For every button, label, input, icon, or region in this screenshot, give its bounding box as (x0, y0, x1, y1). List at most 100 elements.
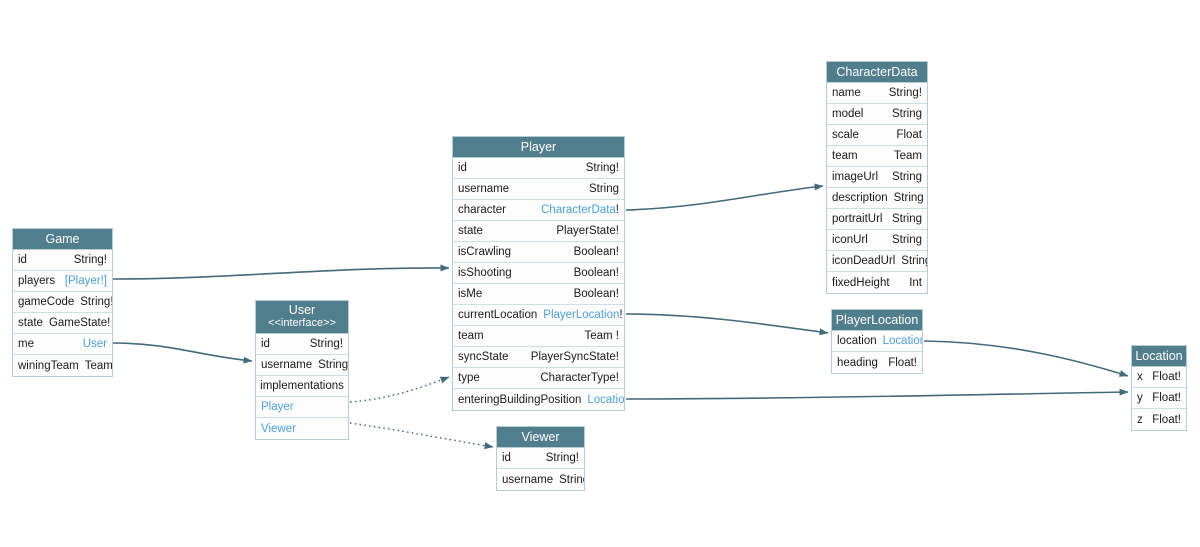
field-required-marker: ! (615, 351, 619, 363)
field-name[interactable]: Player (261, 401, 294, 413)
field-type: String! (68, 254, 107, 266)
field-type[interactable]: Location! (877, 335, 922, 347)
field-row[interactable]: enteringBuildingPositionLocation (453, 389, 624, 410)
field-required-marker: ! (918, 87, 922, 99)
field-row[interactable]: Player (256, 397, 348, 418)
entity-header-playerlocation: PlayerLocation (832, 310, 922, 331)
field-type[interactable]: Location (581, 394, 624, 406)
field-type-text: String (73, 254, 104, 266)
field-type-text: String (318, 359, 348, 371)
field-name: players (18, 275, 56, 287)
field-type[interactable]: PlayerLocation! (537, 309, 622, 321)
field-row[interactable]: team Team (827, 146, 927, 167)
field-type: String! (74, 296, 112, 308)
field-type[interactable]: [Player!] (59, 275, 107, 287)
field-name: username (502, 473, 554, 486)
field-type-text: String (891, 234, 922, 246)
edge-user-viewer-impl (349, 422, 494, 450)
field-row[interactable]: players [Player!] (13, 271, 112, 292)
entity-playerlocation[interactable]: PlayerLocationlocationLocation!headingFl… (831, 309, 923, 374)
field-name: character (458, 204, 506, 216)
field-type-text: PlayerLocation (543, 309, 620, 321)
field-type: Team ! (578, 330, 619, 342)
field-type-text: String (888, 87, 919, 99)
field-type: String (886, 213, 922, 225)
field-row[interactable]: username String (453, 179, 624, 200)
field-required-marker: ! (107, 317, 111, 329)
field-type[interactable]: CharacterData! (535, 204, 619, 216)
field-name: isCrawling (458, 246, 512, 258)
field-type: String! (580, 162, 619, 174)
field-name: id (261, 338, 270, 350)
field-type-text: Location (587, 393, 624, 406)
field-row[interactable]: Viewer (256, 418, 348, 439)
field-row[interactable]: implementations (256, 376, 348, 397)
field-required-marker: ! (103, 254, 107, 266)
field-type: String! (304, 338, 343, 350)
field-row[interactable]: id String! (256, 334, 348, 355)
field-type-text: Float (896, 129, 922, 141)
field-name: team (832, 150, 858, 162)
field-name: currentLocation (458, 309, 538, 321)
field-type-text: String (80, 296, 111, 308)
field-type-text: [Player!] (64, 275, 107, 287)
field-type: String (312, 359, 348, 371)
field-name: isShooting (458, 267, 512, 279)
field-required-marker: ! (615, 288, 619, 300)
field-name: username (458, 183, 510, 195)
field-required-marker: ! (339, 338, 343, 350)
field-name[interactable]: Viewer (261, 422, 296, 435)
field-type: String (583, 183, 619, 195)
field-type[interactable]: User (77, 338, 107, 350)
field-name: model (832, 108, 864, 120)
entity-header-game: Game (13, 229, 112, 250)
entity-header-viewer: Viewer (497, 427, 584, 448)
field-type-text: Location (882, 335, 922, 347)
entity-name: Viewer (521, 430, 560, 444)
field-type-text: Team (893, 150, 922, 162)
field-type-text: String (545, 452, 576, 464)
field-row[interactable]: iconDeadUrlString (827, 251, 927, 272)
field-type: String (888, 192, 924, 204)
field-row[interactable]: character CharacterData! (453, 200, 624, 221)
field-type-text: String (309, 338, 340, 350)
field-type-text: String (891, 213, 922, 225)
field-name: y (1137, 392, 1143, 404)
